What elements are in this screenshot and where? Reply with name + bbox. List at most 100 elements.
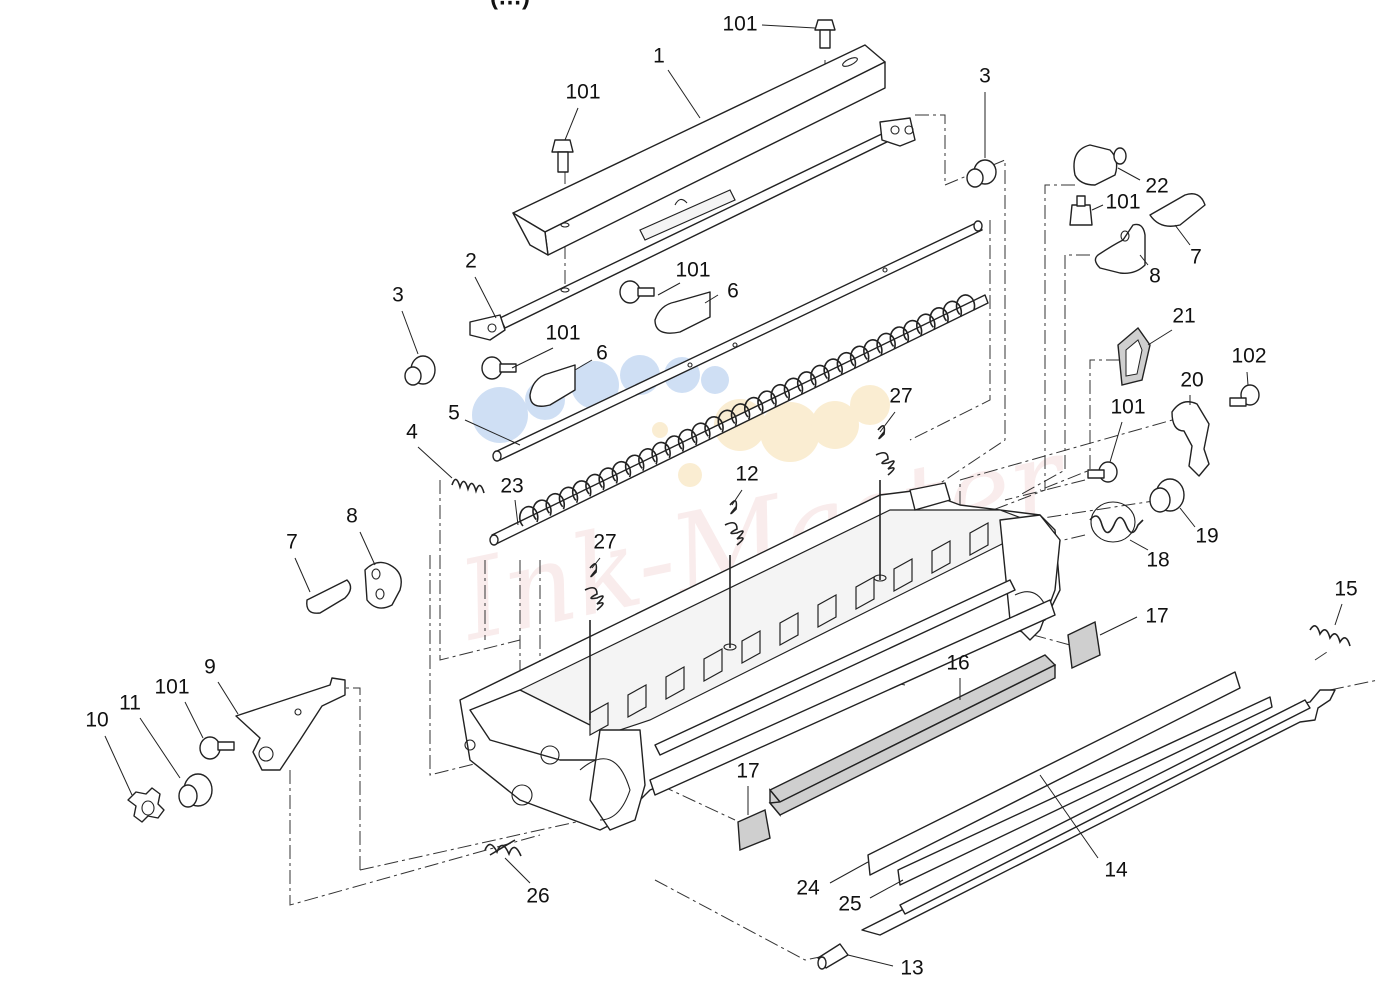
callout-leader-19 [1179, 507, 1196, 528]
screw-102 [1229, 384, 1260, 407]
callout-leader-2 [474, 276, 497, 319]
main-housing [459, 482, 1061, 831]
callout-label-102: 102 [1231, 345, 1266, 368]
callout-label-18: 18 [1146, 549, 1169, 572]
part-11-bushing [178, 773, 213, 808]
part-3-bushing-left [404, 355, 436, 386]
part-26-spring [484, 839, 522, 857]
callout-leader-14 [1039, 774, 1099, 859]
callout-leader-27 [591, 557, 601, 569]
housing-fin [589, 701, 609, 737]
housing-fin [741, 629, 761, 665]
callout-leader-26 [504, 857, 531, 884]
housing-fin [627, 683, 647, 719]
callout-leader-23 [514, 499, 519, 526]
callout-leader-25 [869, 879, 904, 899]
callout-label-1: 1 [653, 45, 665, 68]
part-2-bracket-bar [469, 117, 916, 341]
callout-leader-9 [217, 681, 239, 715]
housing-fin [817, 593, 837, 629]
callout-label-20: 20 [1180, 369, 1203, 392]
callout-label-3: 3 [979, 65, 991, 88]
screw-101-top [814, 19, 836, 49]
callout-leader-18 [1129, 539, 1149, 551]
callout-leader-101 [1091, 204, 1104, 211]
callout-leader-101 [564, 107, 579, 141]
part-15-spring [1309, 625, 1351, 647]
part-7-pin-right [1149, 193, 1206, 227]
callout-leader-22 [1117, 167, 1141, 181]
callout-leader-4 [417, 446, 453, 479]
callout-label-17: 17 [1145, 605, 1168, 628]
callout-label-22: 22 [1145, 175, 1168, 198]
header-title-fragment: (…) [490, 0, 530, 10]
callout-label-101: 101 [722, 13, 757, 36]
part-12-spring [723, 500, 744, 651]
callout-label-14: 14 [1104, 859, 1128, 882]
callout-leader-102 [1246, 371, 1249, 386]
callout-leader-101 [657, 282, 681, 296]
callout-label-26: 26 [526, 885, 549, 908]
part-27-spring-left [584, 563, 604, 720]
callout-label-12: 12 [735, 463, 758, 486]
part-19-collar [1149, 478, 1185, 513]
part-17-pad-right [1067, 620, 1101, 670]
housing-fin [665, 665, 685, 701]
callout-label-101: 101 [1110, 396, 1145, 419]
callout-leader-8 [1139, 254, 1149, 266]
callout-label-101: 101 [565, 81, 600, 104]
part-8-bracket-right [1094, 223, 1146, 275]
part-6-clip-lower [529, 364, 576, 407]
callout-label-2: 2 [465, 250, 477, 273]
callout-label-25: 25 [838, 893, 861, 916]
screw-101-left [481, 356, 517, 380]
callout-leader-24 [829, 861, 869, 884]
part-5-shaft [492, 220, 983, 462]
callout-label-15: 15 [1334, 578, 1357, 601]
callout-leader-6 [704, 294, 719, 304]
part-22-gear-bushing [1073, 144, 1127, 186]
callout-label-8: 8 [346, 505, 358, 528]
callout-leader-11 [139, 717, 181, 779]
housing-fin [893, 557, 913, 593]
part-14-rail [861, 689, 1336, 936]
callout-label-101: 101 [675, 259, 710, 282]
part-7-pin-left [306, 579, 352, 614]
callout-label-27: 27 [889, 385, 912, 408]
housing-fin [703, 647, 723, 683]
part-18-spring [1089, 501, 1144, 543]
callout-label-16: 16 [946, 652, 969, 675]
callout-leader-15 [1334, 603, 1343, 626]
callout-label-11: 11 [119, 692, 141, 715]
callout-leader-6 [574, 359, 593, 371]
screw-101-upper-left [551, 139, 574, 173]
callout-label-24: 24 [796, 877, 820, 900]
callout-label-5: 5 [448, 402, 460, 425]
part-9-lever [235, 677, 346, 771]
callout-label-27: 27 [593, 531, 616, 554]
callout-label-101: 101 [154, 676, 189, 699]
callout-label-19: 19 [1195, 525, 1218, 548]
callout-label-10: 10 [85, 709, 108, 732]
part-13-roller [817, 943, 849, 970]
part-16-blade [768, 654, 1057, 817]
callout-leader-101 [1109, 421, 1123, 463]
callout-leader-21 [1147, 329, 1173, 346]
part-4-spring [451, 478, 485, 494]
part-17-pad-left [737, 808, 771, 852]
callout-leader-13 [847, 954, 894, 967]
screw-101-bottom-left [199, 736, 235, 760]
callout-leader-27 [879, 411, 896, 433]
callout-leader-3 [401, 310, 419, 355]
part-8-bracket-left [364, 561, 402, 609]
callout-leader-101 [511, 347, 554, 369]
callout-label-23: 23 [500, 475, 523, 498]
screw-101-right-22 [1069, 195, 1093, 226]
callout-label-7: 7 [286, 531, 298, 554]
part-27-spring-right [873, 425, 895, 582]
screw-101-mid [619, 280, 655, 304]
callout-label-6: 6 [727, 280, 739, 303]
assembly-lines [289, 60, 1378, 961]
housing-fin [779, 611, 799, 647]
